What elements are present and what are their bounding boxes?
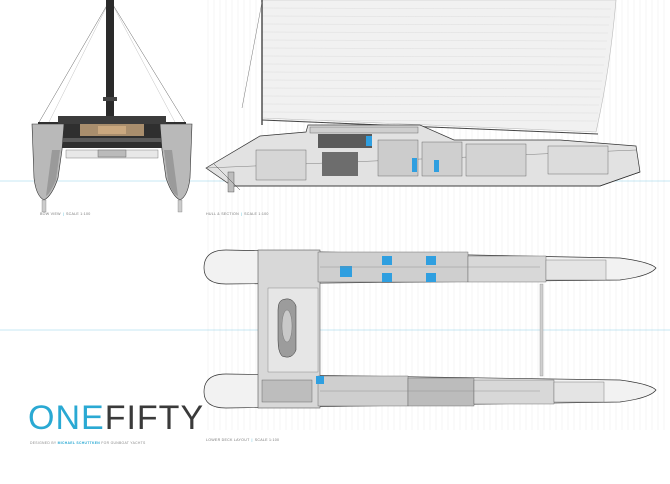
- sail-batten: [261, 95, 601, 98]
- boom: [261, 119, 599, 135]
- tender-seat: [281, 309, 293, 343]
- coachroof: [309, 126, 419, 134]
- sail-batten: [261, 31, 609, 34]
- sail-batten: [261, 63, 605, 66]
- hull-section-name: HULL & SECTION: [206, 212, 239, 216]
- sail-batten: [261, 119, 598, 122]
- sail-batten: [261, 71, 604, 74]
- bow-starboard-fin: [177, 199, 183, 213]
- bow-view-scale: SCALE 1:100: [65, 212, 91, 216]
- bow-view-name: BOW VIEW: [40, 212, 61, 216]
- rudder: [227, 171, 235, 193]
- mainsail: [261, 0, 617, 133]
- shroud-right: [109, 0, 177, 125]
- starboard-crew: [407, 377, 475, 407]
- forepeak-block: [547, 145, 609, 175]
- shroud-left: [47, 0, 111, 125]
- sail-batten: [261, 111, 599, 114]
- port-head-2: [382, 256, 392, 265]
- hull-bottom: [232, 171, 641, 187]
- port-head-3: [382, 273, 392, 282]
- hull-section-drawing: [205, 0, 641, 193]
- section-head-1: [366, 136, 372, 146]
- bow-roof: [58, 116, 166, 124]
- transom: [213, 163, 241, 191]
- bow-view-drawing: [31, 0, 193, 213]
- sail-batten: [261, 39, 608, 42]
- galley-block: [322, 152, 358, 176]
- credit-designer: MICHAEL SCHUTTKEN: [57, 441, 101, 445]
- sail-batten: [261, 55, 606, 58]
- sail-batten: [261, 79, 603, 82]
- mast-collar: [103, 97, 117, 101]
- cabin-block-3: [465, 143, 527, 177]
- lower-deck-name: LOWER DECK LAYOUT: [206, 438, 250, 442]
- salon-block: [318, 134, 372, 148]
- starboard-engine: [261, 379, 313, 403]
- starboard-head: [316, 376, 324, 384]
- forestay-left: [37, 0, 111, 125]
- sail-batten: [261, 103, 600, 106]
- designer-credit: DESIGNED BY MICHAEL SCHUTTKEN FOR GUNBOA…: [30, 441, 146, 445]
- sail-batten: [261, 47, 607, 50]
- lower-deck-drawing: [203, 249, 657, 409]
- logo-fifty: FIFTY: [104, 399, 205, 437]
- credit-prefix: DESIGNED BY: [30, 441, 57, 445]
- bow-view-label: BOW VIEW|SCALE 1:100: [40, 212, 91, 216]
- bow-port-hull-shadow: [46, 150, 60, 196]
- starboard-forepeak: [553, 381, 605, 403]
- onefifty-logo: ONEFIFTY: [28, 398, 204, 438]
- bow-starboard-hull-shadow: [164, 150, 178, 196]
- port-head-1: [340, 266, 352, 277]
- port-fwd-cabins: [467, 255, 547, 283]
- aft-cabin-block: [255, 149, 307, 181]
- port-head-5: [426, 273, 436, 282]
- sail-battens: [261, 7, 612, 122]
- lower-deck-label: LOWER DECK LAYOUT|SCALE 1:100: [206, 438, 280, 442]
- section-head-3: [434, 160, 439, 172]
- bow-step: [97, 149, 127, 158]
- port-forepeak: [545, 259, 607, 281]
- lower-deck-scale: SCALE 1:100: [254, 438, 280, 442]
- bow-windows: [62, 138, 162, 142]
- hull-section-label: HULL & SECTION|SCALE 1:100: [206, 212, 269, 216]
- starboard-fwd: [473, 379, 555, 405]
- section-head-2: [412, 158, 417, 172]
- sail-batten: [261, 7, 612, 10]
- sail-batten: [261, 15, 611, 18]
- hull-section-scale: SCALE 1:100: [244, 212, 269, 216]
- port-head-4: [426, 256, 436, 265]
- sail-batten: [261, 87, 602, 90]
- bow-cockpit-table: [98, 126, 126, 134]
- sail-batten: [261, 23, 610, 26]
- mast: [106, 0, 114, 120]
- headstay: [241, 1, 263, 109]
- deck-forward-beam: [539, 283, 544, 377]
- cabin-block-1: [377, 139, 419, 177]
- logo-one: ONE: [28, 399, 105, 437]
- bow-port-fin: [41, 199, 47, 213]
- cabin-block-2: [421, 141, 463, 177]
- credit-suffix: FOR GUNBOAT YACHTS: [101, 441, 146, 445]
- forestay-right: [109, 0, 187, 125]
